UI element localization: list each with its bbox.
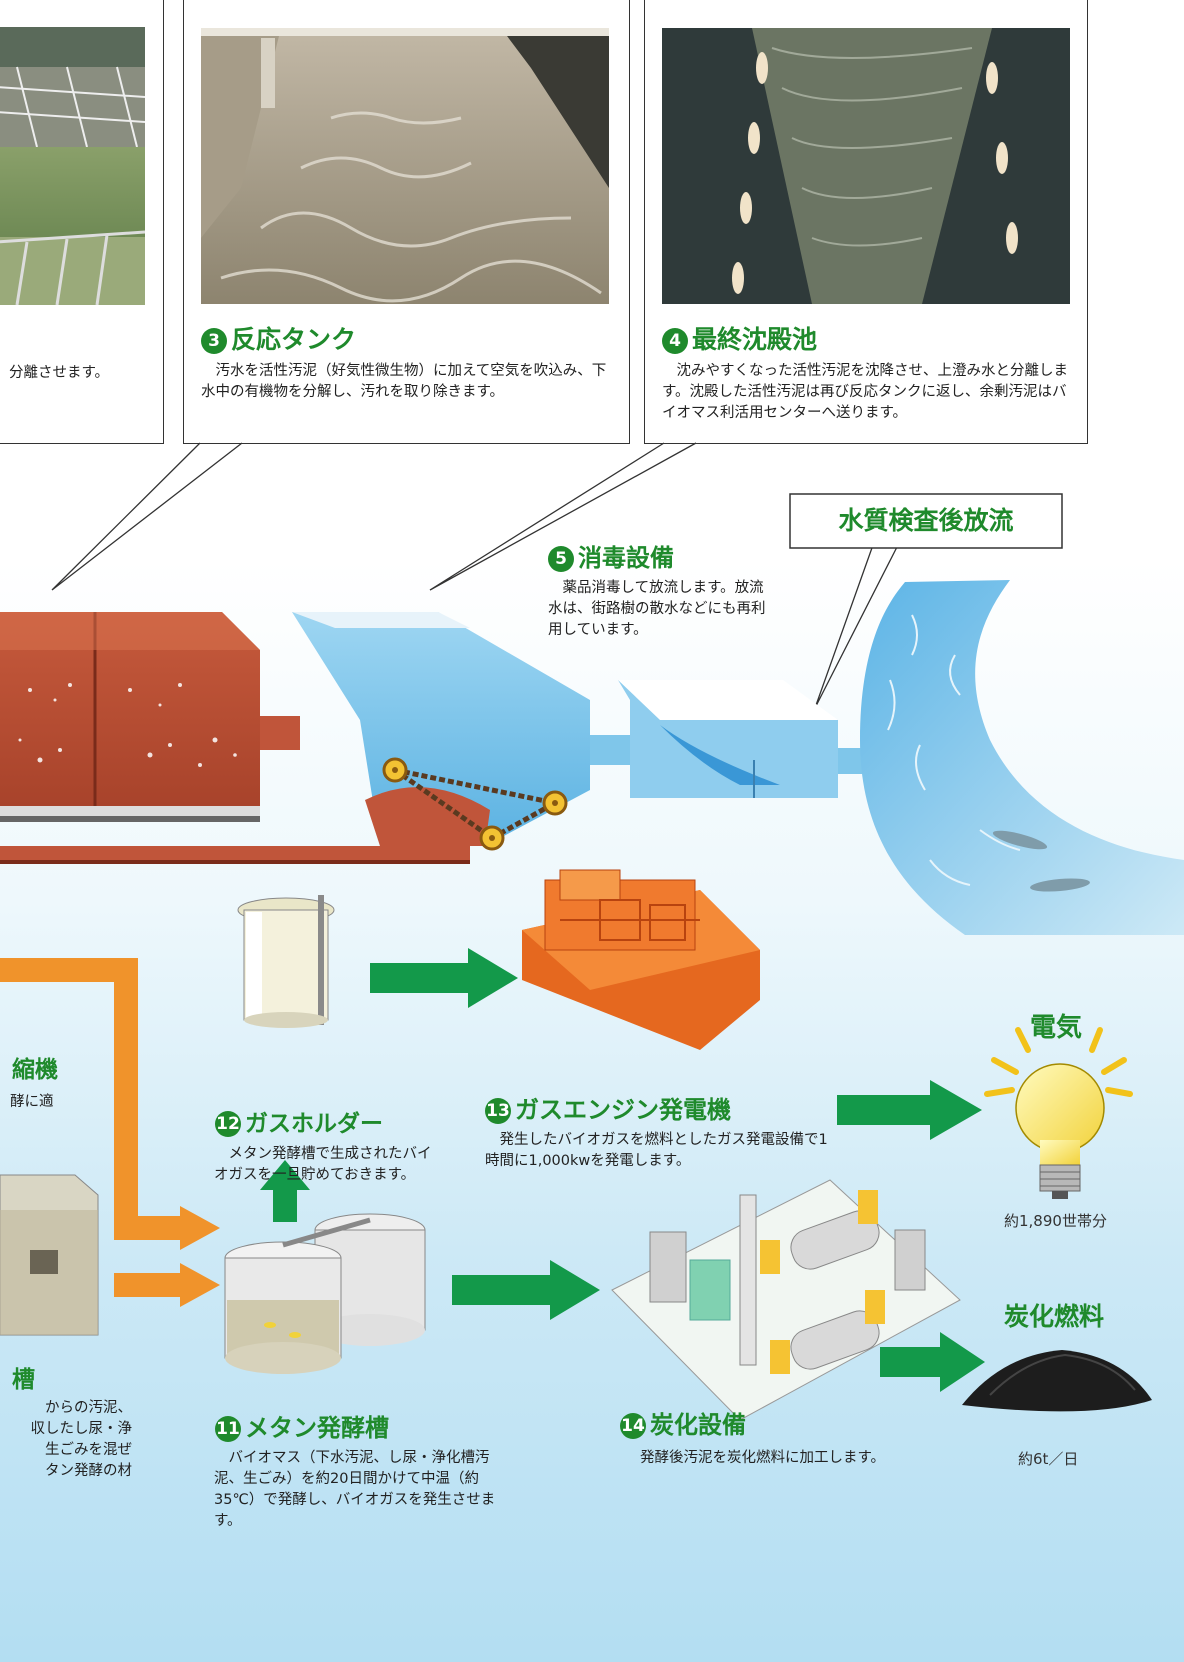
gas-engine: [522, 869, 760, 1050]
carbonization-desc: 発酵後汚泥を炭化燃料に加工します。: [640, 1450, 886, 1466]
thickener-title-fragment: 縮機: [12, 1057, 58, 1083]
light-bulb-icon: [984, 1027, 1133, 1199]
methane-tank-desc: バイオマス（下水汚泥、し尿・浄化槽汚泥、生ごみ）を約20日間かけて中温（約35℃…: [214, 1450, 496, 1529]
number-badge-5: 5: [548, 546, 574, 572]
connector-pipe: [260, 716, 300, 750]
tank-desc-line-4: タン発酵の材: [45, 1463, 132, 1479]
number-badge-12: 12: [215, 1111, 241, 1137]
sludge-pipe: [0, 846, 470, 860]
methane-tanks: [224, 1213, 426, 1374]
disinfection-title-text: 消毒設備: [578, 544, 674, 572]
reaction-tank-body: [0, 612, 260, 822]
carbonization-title-text: 炭化設備: [650, 1411, 746, 1439]
reaction-tank-photo: [201, 28, 609, 304]
card3-desc: 汚水を活性汚泥（好気性微生物）に加えて空気を吹込み、下水中の有機物を分解し、汚れ…: [201, 363, 607, 400]
river: [860, 580, 1184, 935]
number-badge-13: 13: [485, 1098, 511, 1124]
electricity-note: 約1,890世帯分: [1004, 1212, 1107, 1230]
gas-holder-desc: メタン発酵槽で生成されたバイオガスを一旦貯めておきます。: [214, 1146, 432, 1183]
number-badge-4: 4: [662, 328, 688, 354]
thickener-desc-fragment: 酵に適: [10, 1094, 54, 1110]
discharge-box-frame: [789, 493, 1063, 549]
gas-holder: [237, 895, 335, 1028]
carbonization-plant: [611, 1179, 961, 1421]
final-settling-photo: [662, 28, 1070, 304]
number-badge-3: 3: [201, 328, 227, 354]
connector-pipe-2: [590, 735, 630, 765]
gas-engine-desc: 発生したバイオガスを燃料としたガス発電設備で1時間に1,000kwを発電します。: [485, 1132, 828, 1169]
tank-desc-fragment: からの汚泥、 収したし尿・浄 生ごみを混ぜ タン発酵の材: [14, 1398, 133, 1482]
gas-holder-title-text: ガスホルダー: [245, 1111, 383, 1137]
green-arrows: [260, 948, 985, 1392]
card2-desc: 分離させます。: [9, 365, 110, 381]
tank-desc-line-1: からの汚泥、: [45, 1400, 132, 1416]
gas-engine-title-text: ガスエンジン発電機: [515, 1096, 731, 1124]
tank-title-fragment: 槽: [12, 1367, 35, 1393]
card4-desc: 沈みやすくなった活性汚泥を沈降させ、上澄み水と分離します。沈殿した活性汚泥は再び…: [662, 363, 1068, 421]
card3-title-text: 反応タンク: [231, 325, 357, 354]
disinfection-box: [618, 680, 838, 798]
card4-title-text: 最終沈殿池: [692, 325, 818, 354]
tank-desc-line-2: 収したし尿・浄: [30, 1421, 133, 1437]
disinfection-desc: 薬品消毒して放流します。放流水は、街路樹の散水などにも再利用しています。: [548, 580, 766, 638]
mixing-tank: [0, 1174, 99, 1336]
electricity-label: 電気: [1030, 1013, 1083, 1043]
settling-tank-photo: [0, 27, 145, 305]
settling-tank-body: [292, 612, 590, 851]
char-fuel-pile: [962, 1350, 1152, 1412]
tank-desc-line-3: 生ごみを混ぜ: [45, 1442, 132, 1458]
sludge-pipe-edge: [0, 860, 470, 864]
orange-flow: [0, 958, 220, 1307]
discharge-label: 水質検査後放流: [838, 506, 1014, 535]
card-primary-settling-partial: 分離させます。: [0, 0, 164, 444]
fuel-label: 炭化燃料: [1004, 1302, 1105, 1331]
number-badge-11: 11: [215, 1416, 241, 1442]
fuel-note: 約6t／日: [1018, 1450, 1079, 1468]
methane-tank-title-text: メタン発酵槽: [245, 1414, 389, 1442]
number-badge-14: 14: [620, 1413, 646, 1439]
